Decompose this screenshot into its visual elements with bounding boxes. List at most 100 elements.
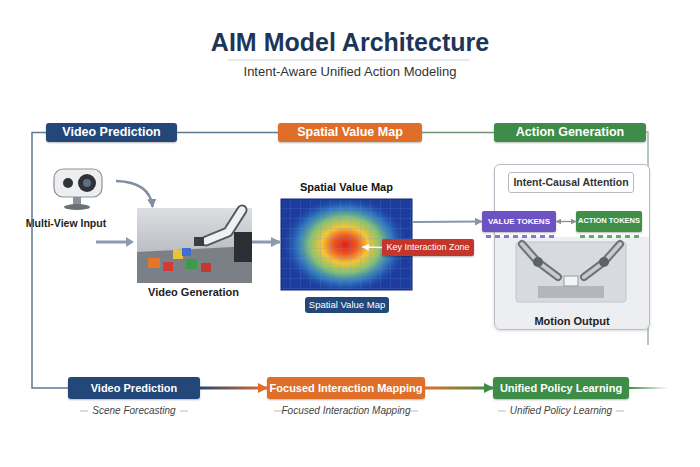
camera-lens — [63, 178, 73, 188]
stage-tab: Video Prediction — [46, 123, 177, 142]
robot-arm-highlight — [522, 244, 558, 277]
video-frame-illustration — [137, 208, 252, 283]
stage-tab: Spatial Value Map — [278, 123, 422, 142]
robot-arm — [206, 210, 242, 241]
stage-box: Focused Interaction Mapping — [267, 377, 425, 399]
camera-lens — [78, 174, 96, 192]
camera-lens-glass — [83, 179, 91, 187]
dash — [616, 411, 624, 412]
stage-tab: Action Generation — [494, 123, 646, 142]
token-box: ACTION TOKENS — [576, 211, 642, 232]
subtitle: Intent-Aware Unified Action Modeling — [0, 64, 700, 80]
token — [598, 235, 603, 238]
token-squares — [486, 235, 639, 238]
node-text: Focused Interaction Mapping — [270, 382, 423, 395]
work-table — [538, 286, 604, 298]
robot-arm-highlight — [584, 244, 620, 277]
node-text: Spatial Value Map — [297, 125, 403, 139]
token — [607, 235, 612, 238]
cube — [163, 262, 173, 271]
action-panel: Motion OutputIntent-Causal AttentionVALU… — [494, 164, 650, 330]
node-text: Unified Policy Learning — [500, 382, 622, 395]
callout-tag: Key Interaction Zone — [382, 239, 474, 256]
node-text: Spatial Value Map — [309, 300, 385, 311]
connector — [252, 241, 280, 244]
token-box: VALUE TOKENS — [482, 211, 556, 232]
stage-box: Video Prediction — [68, 377, 200, 399]
connector — [422, 132, 494, 134]
stage-caption: Focused Interaction Mapping — [246, 405, 446, 417]
cube — [182, 248, 191, 256]
attention-box: Intent-Causal Attention — [508, 172, 634, 193]
token — [580, 235, 585, 238]
frame-tail — [629, 387, 668, 389]
cube — [173, 250, 183, 259]
robot-joint — [533, 257, 543, 267]
token — [634, 235, 639, 238]
cube — [148, 258, 160, 268]
node-text: Spatial Value Map — [280, 181, 413, 194]
stage-caption: Scene Forecasting — [34, 405, 234, 417]
arrow-head — [126, 237, 134, 247]
robot-joint — [599, 257, 609, 267]
connector — [413, 221, 482, 224]
connector — [556, 221, 576, 222]
dash — [80, 411, 88, 412]
heatmap: Spatial Value Map — [280, 181, 413, 291]
arms-backdrop — [516, 242, 626, 302]
cube — [186, 259, 197, 269]
dash — [410, 411, 418, 412]
camera-body — [54, 169, 102, 197]
robot-arms-illustration — [516, 242, 626, 302]
camera-illustration — [54, 169, 102, 210]
robot-arm — [522, 244, 558, 277]
node-text: Key Interaction Zone — [386, 242, 469, 252]
node-text: Multi-View Input — [16, 217, 116, 229]
connector — [363, 246, 383, 248]
stage-caption: Unified Policy Learning — [461, 405, 661, 417]
connector — [32, 133, 68, 389]
diagram-title: AIM Model Architecture — [0, 28, 700, 57]
token — [504, 235, 509, 238]
dash — [274, 411, 282, 412]
connector — [177, 132, 278, 134]
node-text: Motion Output — [495, 315, 649, 328]
connector — [425, 387, 493, 390]
robot-base — [234, 232, 252, 262]
node-text: Action Generation — [516, 125, 624, 139]
node-text: Video Prediction — [91, 382, 178, 395]
token — [549, 235, 554, 238]
input-arrow — [96, 237, 134, 247]
stage-box: Unified Policy Learning — [493, 377, 629, 399]
node-text: Video Prediction — [62, 125, 160, 139]
connector — [116, 181, 153, 207]
dash — [180, 411, 188, 412]
token — [616, 235, 621, 238]
frame-background — [137, 208, 252, 283]
token — [522, 235, 527, 238]
node-text: VALUE TOKENS — [488, 217, 550, 226]
node-text: Intent-Causal Attention — [513, 176, 628, 188]
dash — [498, 411, 506, 412]
grasped-object — [564, 276, 578, 286]
robot-arm-outline — [206, 210, 242, 241]
token — [589, 235, 594, 238]
robot-gripper — [194, 237, 204, 246]
title-rule — [228, 60, 470, 61]
token — [625, 235, 630, 238]
token — [513, 235, 518, 238]
node-text: ACTION TOKENS — [578, 217, 640, 226]
caption-pill: Spatial Value Map — [305, 297, 389, 313]
token — [486, 235, 491, 238]
robot-arm — [584, 244, 620, 277]
video-frame: Video Generation — [135, 207, 252, 300]
camera-input: Multi-View Input — [16, 160, 116, 230]
cube — [201, 263, 211, 272]
token — [531, 235, 536, 238]
connector — [200, 387, 267, 390]
token — [540, 235, 545, 238]
camera-base — [64, 204, 90, 210]
token — [495, 235, 500, 238]
